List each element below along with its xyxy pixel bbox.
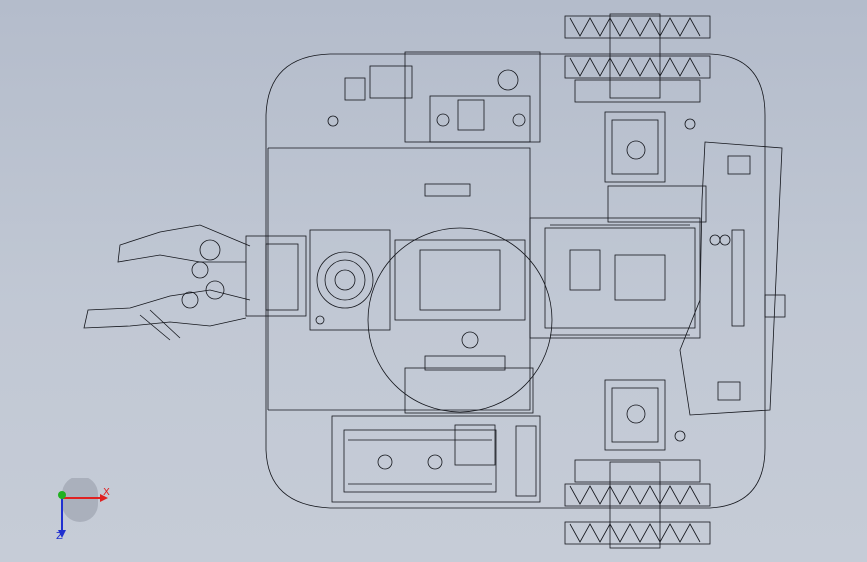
top-electronics-module (344, 51, 541, 143)
x-axis-label: X (103, 487, 110, 498)
lower-servo-assembly (404, 331, 534, 414)
gripper-arm (83, 224, 307, 341)
right-side-board (679, 141, 786, 416)
y-axis-dot (58, 491, 66, 499)
bottom-wheel-track (564, 459, 711, 549)
z-axis-label: Z (56, 531, 63, 542)
motor-mount-bottom (604, 379, 666, 451)
axis-triad: X Z (40, 476, 120, 548)
motor-mount-top (604, 111, 666, 183)
chassis-plate (265, 53, 766, 509)
arm-base-rotation (309, 183, 553, 413)
top-wheel-track (564, 13, 711, 103)
main-control-board (529, 185, 707, 339)
bottom-electronics-module (331, 415, 541, 503)
mounting-holes (315, 115, 696, 442)
x-axis-arrowhead (100, 494, 108, 502)
axis-triad-graphic (58, 476, 108, 538)
z-axis-arrowhead (58, 530, 66, 538)
